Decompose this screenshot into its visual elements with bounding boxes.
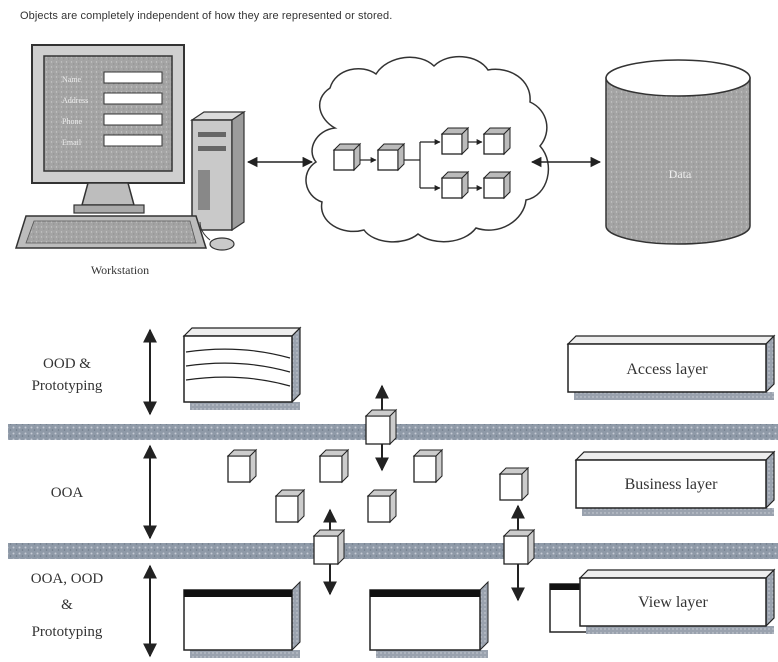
connector-cube [504, 530, 534, 564]
phase-label-ooa: OOA [51, 485, 84, 501]
connector-cube [366, 410, 396, 444]
object-cube [378, 144, 404, 170]
phase-label-ood-prototyping: OOD & [43, 356, 91, 372]
database-label: Data [669, 167, 692, 181]
business-object-cube [368, 490, 396, 522]
object-cube [442, 172, 468, 198]
business-object-cube [228, 450, 256, 482]
business-object-cube [500, 468, 528, 500]
access-layer-component [184, 328, 300, 410]
form-label: Address [62, 96, 88, 105]
database-cylinder: Data [606, 60, 750, 244]
object-cube [484, 172, 510, 198]
phase-label-ampersand: & [61, 597, 73, 613]
access-layer-label: Access layer [626, 361, 708, 378]
view-component-window [184, 582, 300, 658]
object-cube [442, 128, 468, 154]
view-layer-label: View layer [638, 594, 708, 611]
business-object-cube [276, 490, 304, 522]
object-cube [484, 128, 510, 154]
connector-cube [314, 530, 344, 564]
business-object-cube [320, 450, 348, 482]
form-label: Phone [62, 117, 82, 126]
form-label: Email [62, 138, 82, 147]
business-layer-box: Business layer [576, 452, 774, 516]
phase-label-prototyping: Prototyping [32, 624, 103, 640]
layer-separator-band [8, 543, 778, 559]
view-component-window [370, 582, 488, 658]
business-layer-label: Business layer [625, 476, 719, 493]
phase-label-ooa-ood: OOA, OOD [31, 571, 104, 587]
object-cloud [306, 57, 548, 242]
form-label: Name [62, 75, 82, 84]
object-cube [334, 144, 360, 170]
business-object-cube [414, 450, 442, 482]
workstation: Name Address Phone Email Workstatio [16, 45, 244, 277]
view-layer-box: View layer [550, 570, 774, 634]
access-layer-box: Access layer [568, 336, 774, 400]
phase-label-ood-prototyping-line2: Prototyping [32, 378, 103, 394]
workstation-label: Workstation [91, 263, 149, 277]
